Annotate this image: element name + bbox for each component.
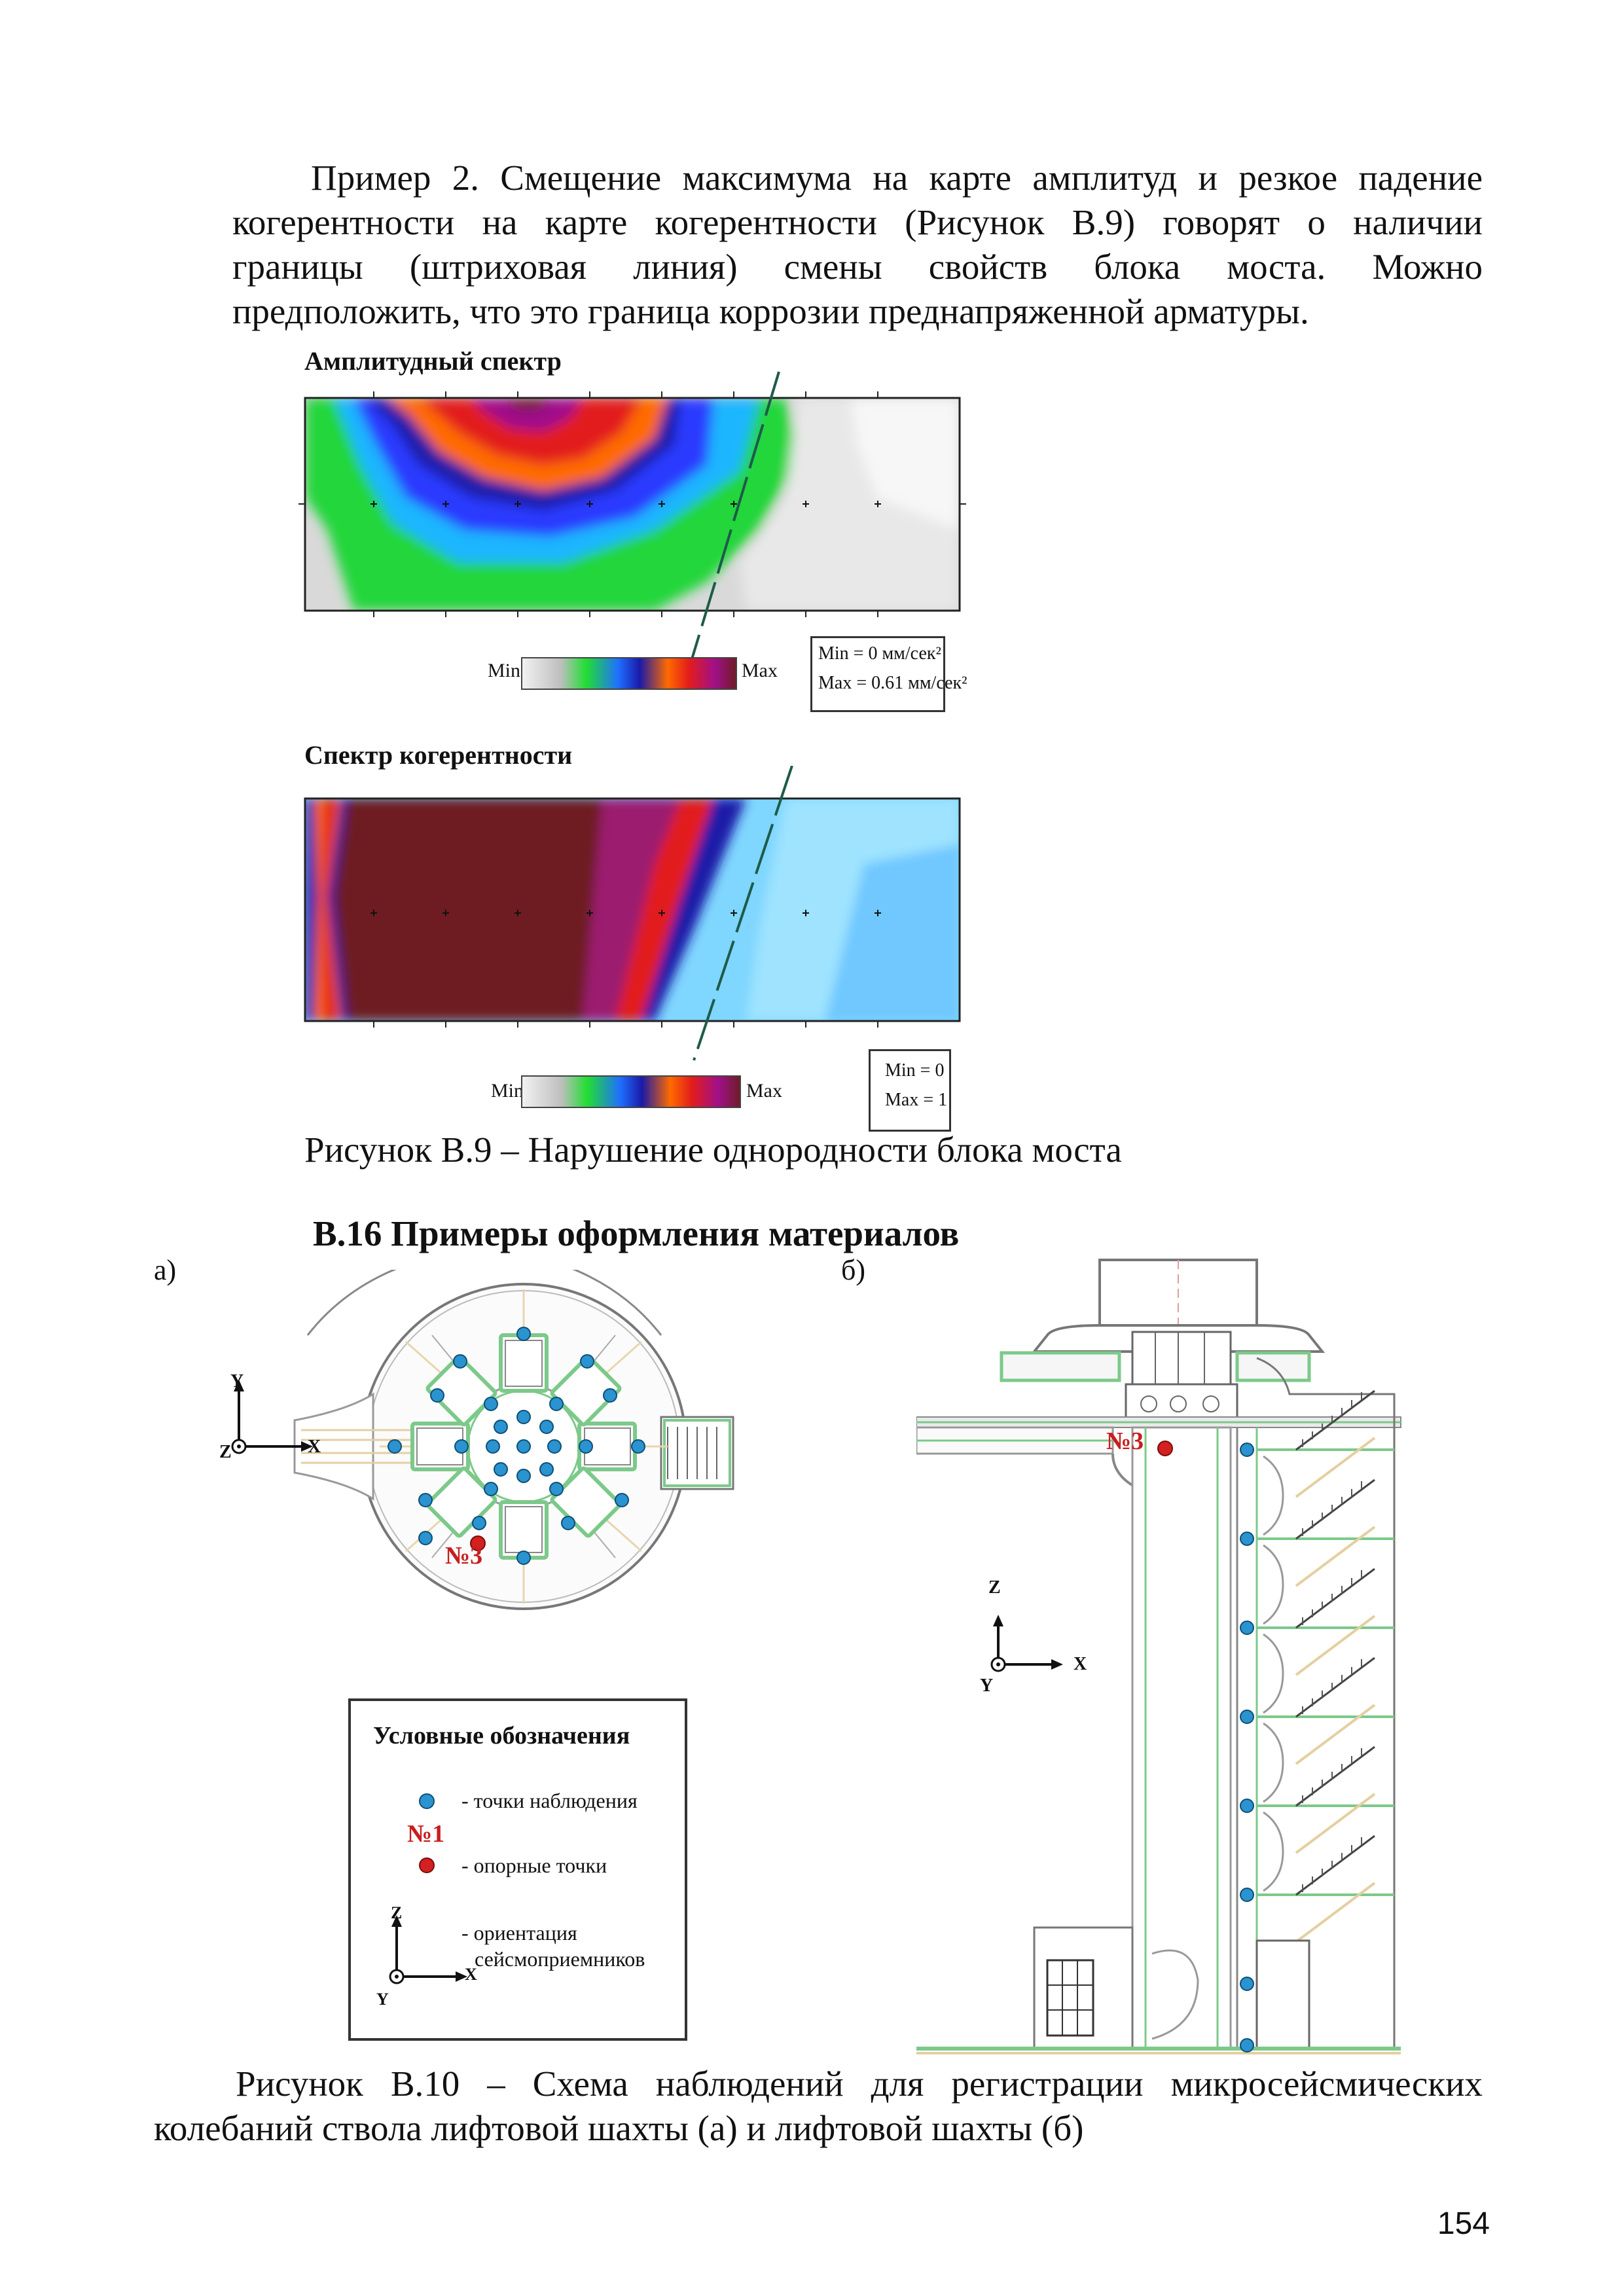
legend-ref-label: №1 <box>407 1820 445 1848</box>
paragraph-line: когерентности на карте когерентности (Ри… <box>232 202 1483 242</box>
legend-orientation-text-2: сейсмоприемников <box>475 1947 645 1971</box>
amplitude-range-max: Max = 0.61 мм/сек² <box>818 673 967 693</box>
plan-axis-x-label: X <box>308 1437 321 1457</box>
legend-axis-x-label: X <box>465 1965 477 1984</box>
figure-label-b: б) <box>841 1254 866 1286</box>
amplitude-color-scale <box>521 657 737 690</box>
amplitude-spectrum-title: Амплитудный спектр <box>304 346 562 376</box>
legend-reference-text: - опорные точки <box>461 1854 607 1877</box>
legend-orientation-text: - ориентация <box>461 1921 577 1945</box>
section-ref-point-label: №3 <box>1106 1427 1144 1455</box>
page-number: 154 <box>1437 2206 1490 2241</box>
legend-title: Условные обозначения <box>373 1722 630 1749</box>
coherence-spectrum-title: Спектр когерентности <box>304 740 573 770</box>
section-axis-z-label: Z <box>988 1577 1001 1598</box>
plan-axis-y-label: Y <box>230 1371 244 1391</box>
section-heading: В.16 Примеры оформления материалов <box>313 1213 960 1253</box>
amplitude-range-min: Min = 0 мм/сек² <box>818 643 941 664</box>
plan-ref-point-label: №3 <box>445 1542 483 1570</box>
coherence-scale-min: Min <box>491 1080 524 1102</box>
section-axis-y-label: Y <box>980 1676 994 1696</box>
paragraph-line: предположить, что это граница коррозии п… <box>232 291 1309 331</box>
legend-box <box>348 1698 687 2041</box>
figure-label-a: а) <box>154 1254 177 1286</box>
paragraph-line: границы (штриховая линия) смены свойств … <box>232 247 1483 287</box>
figure-b10-caption: Рисунок В.10 – Схема наблюдений для реги… <box>154 2062 1483 2151</box>
amplitude-spectrum-map <box>298 371 966 675</box>
coherence-range-min: Min = 0 <box>885 1060 945 1081</box>
legend-observation-text: - точки наблюдения <box>461 1789 638 1812</box>
figure-b9-caption: Рисунок В.9 – Нарушение однородности бло… <box>304 1130 1122 1170</box>
caption-line: колебаний ствола лифтовой шахты (а) и ли… <box>154 2108 1084 2148</box>
coherence-scale-max: Max <box>746 1080 782 1102</box>
legend-axis-z-label: Z <box>391 1903 403 1922</box>
coherence-spectrum-map <box>304 766 961 1061</box>
coherence-range-box <box>869 1049 951 1132</box>
coherence-range-max: Max = 1 <box>885 1090 948 1110</box>
legend-axis-y-label: Y <box>376 1990 389 2009</box>
elevator-shaft-section <box>916 1259 1401 2054</box>
intro-paragraph: Пример 2. Смещение максимума на карте ам… <box>232 156 1483 334</box>
section-axis-x-label: X <box>1074 1654 1087 1674</box>
caption-line: Рисунок В.10 – Схема наблюдений для реги… <box>236 2064 1483 2104</box>
amplitude-scale-min: Min <box>488 660 521 681</box>
elevator-shaft-plan <box>231 1270 734 1610</box>
amplitude-scale-max: Max <box>742 660 778 681</box>
plan-axis-z-label: Z <box>219 1442 232 1462</box>
coherence-color-scale <box>521 1075 741 1108</box>
paragraph-line: Пример 2. Смещение максимума на карте ам… <box>311 158 1483 198</box>
amplitude-range-box <box>810 636 945 712</box>
legend-symbols <box>389 1793 467 1984</box>
